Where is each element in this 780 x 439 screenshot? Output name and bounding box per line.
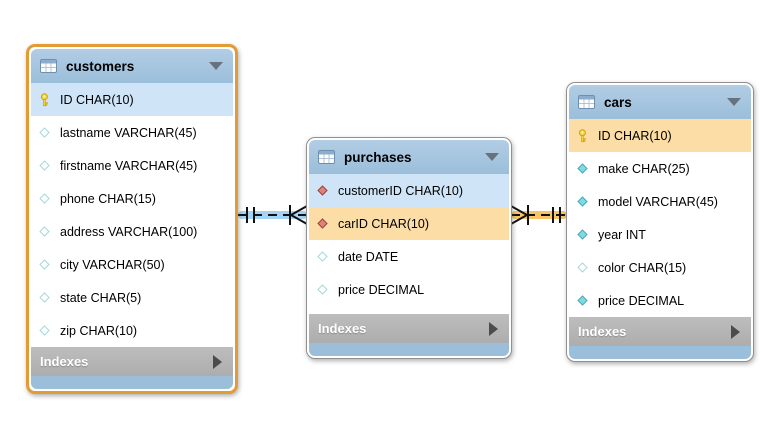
nullable-icon xyxy=(39,226,52,237)
column-row[interactable]: address VARCHAR(100) xyxy=(31,215,233,248)
indexes-bar[interactable]: Indexes xyxy=(309,314,509,343)
collapse-triangle-icon[interactable] xyxy=(209,62,223,70)
column-row[interactable]: firstname VARCHAR(45) xyxy=(31,149,233,182)
not-null-icon xyxy=(577,196,590,207)
nullable-icon xyxy=(39,292,52,303)
indexes-label: Indexes xyxy=(578,324,627,339)
column-list: ID CHAR(10) make CHAR(25) model VARCHAR(… xyxy=(569,119,751,317)
nullable-icon xyxy=(317,284,330,295)
column-label: state CHAR(5) xyxy=(60,290,142,305)
column-label: color CHAR(15) xyxy=(598,260,687,275)
collapse-triangle-icon[interactable] xyxy=(485,153,499,161)
nullable-icon xyxy=(577,262,590,273)
column-row[interactable]: state CHAR(5) xyxy=(31,281,233,314)
column-row[interactable]: ID CHAR(10) xyxy=(569,119,751,152)
table-header-cars[interactable]: cars xyxy=(569,85,751,119)
not-null-icon xyxy=(577,229,590,240)
foreign-key-icon xyxy=(317,185,330,196)
column-row[interactable]: make CHAR(25) xyxy=(569,152,751,185)
column-label: firstname VARCHAR(45) xyxy=(60,158,198,173)
table-title: cars xyxy=(604,94,632,110)
column-label: date DATE xyxy=(338,249,399,264)
column-label: price DECIMAL xyxy=(598,293,685,308)
column-label: price DECIMAL xyxy=(338,282,425,297)
column-row[interactable]: lastname VARCHAR(45) xyxy=(31,116,233,149)
nullable-icon xyxy=(317,251,330,262)
column-row[interactable]: price DECIMAL xyxy=(309,273,509,306)
collapse-triangle-icon[interactable] xyxy=(727,98,741,106)
column-label: city VARCHAR(50) xyxy=(60,257,165,272)
not-null-icon xyxy=(577,163,590,174)
expand-arrow-icon xyxy=(489,321,498,336)
nullable-icon xyxy=(39,193,52,204)
column-label: ID CHAR(10) xyxy=(60,92,134,107)
table-header-purchases[interactable]: purchases xyxy=(309,140,509,174)
primary-key-icon xyxy=(577,128,590,143)
nullable-icon xyxy=(39,259,52,270)
column-label: make CHAR(25) xyxy=(598,161,690,176)
relationship-customers-purchases[interactable] xyxy=(238,205,308,225)
column-label: zip CHAR(10) xyxy=(60,323,138,338)
expand-arrow-icon xyxy=(213,354,222,369)
table-icon xyxy=(40,59,57,73)
column-row[interactable]: color CHAR(15) xyxy=(569,251,751,284)
column-label: year INT xyxy=(598,227,646,242)
column-label: phone CHAR(15) xyxy=(60,191,156,206)
column-list: ID CHAR(10) lastname VARCHAR(45) firstna… xyxy=(31,83,233,347)
relationship-purchases-cars[interactable] xyxy=(510,205,567,225)
table-icon xyxy=(318,150,335,164)
not-null-icon xyxy=(577,295,590,306)
indexes-label: Indexes xyxy=(40,354,89,369)
column-row[interactable]: zip CHAR(10) xyxy=(31,314,233,347)
column-row[interactable]: customerID CHAR(10) xyxy=(309,174,509,207)
nullable-icon xyxy=(39,127,52,138)
table-purchases[interactable]: purchases customerID CHAR(10) carID CHAR… xyxy=(306,137,512,359)
column-label: lastname VARCHAR(45) xyxy=(60,125,197,140)
column-row[interactable]: year INT xyxy=(569,218,751,251)
nullable-icon xyxy=(39,325,52,336)
column-row[interactable]: carID CHAR(10) xyxy=(309,207,509,240)
indexes-label: Indexes xyxy=(318,321,367,336)
table-footer xyxy=(569,346,751,359)
column-row[interactable]: price DECIMAL xyxy=(569,284,751,317)
column-label: ID CHAR(10) xyxy=(598,128,672,143)
expand-arrow-icon xyxy=(731,324,740,339)
table-icon xyxy=(578,95,595,109)
column-label: customerID CHAR(10) xyxy=(338,183,464,198)
nullable-icon xyxy=(39,160,52,171)
table-title: purchases xyxy=(344,149,412,165)
indexes-bar[interactable]: Indexes xyxy=(31,347,233,376)
table-footer xyxy=(31,376,233,389)
table-cars[interactable]: cars ID CHAR(10) make CHAR(25) model VAR… xyxy=(566,82,754,362)
column-list: customerID CHAR(10) carID CHAR(10) date … xyxy=(309,174,509,314)
table-header-customers[interactable]: customers xyxy=(31,49,233,83)
column-label: address VARCHAR(100) xyxy=(60,224,198,239)
table-title: customers xyxy=(66,58,135,74)
column-row[interactable]: date DATE xyxy=(309,240,509,273)
column-row[interactable]: ID CHAR(10) xyxy=(31,83,233,116)
column-row[interactable]: model VARCHAR(45) xyxy=(569,185,751,218)
column-label: carID CHAR(10) xyxy=(338,216,429,231)
column-row[interactable]: city VARCHAR(50) xyxy=(31,248,233,281)
indexes-bar[interactable]: Indexes xyxy=(569,317,751,346)
foreign-key-icon xyxy=(317,218,330,229)
column-row[interactable]: phone CHAR(15) xyxy=(31,182,233,215)
table-footer xyxy=(309,343,509,356)
table-customers[interactable]: customers ID CHAR(10) lastname VARCHAR(4… xyxy=(26,44,238,394)
column-label: model VARCHAR(45) xyxy=(598,194,718,209)
primary-key-icon xyxy=(39,92,52,107)
